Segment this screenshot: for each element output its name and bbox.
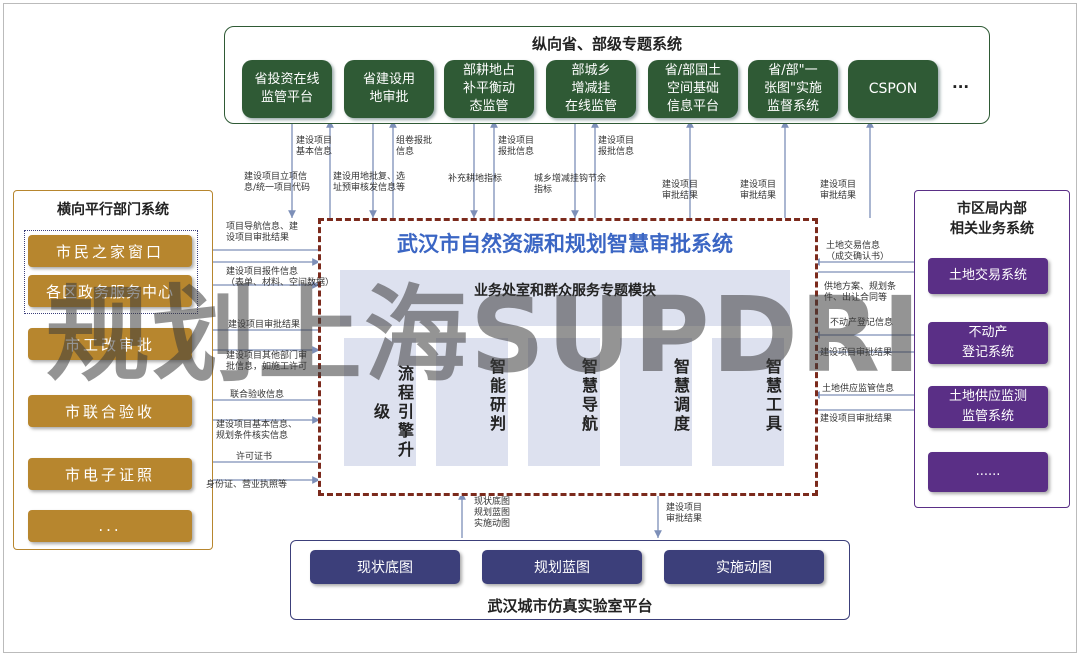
- label-left-5: 联合验收信息: [230, 390, 285, 400]
- land-supply-monitoring[interactable]: 土地供应监测 监管系统: [928, 386, 1048, 428]
- label-top-5: 建设项目立项信 息/统一项目代码: [244, 172, 311, 193]
- module-process-engine-label: 流程引擎升级: [371, 364, 414, 460]
- label-left-7: 许可证书: [236, 452, 273, 462]
- center-subtitle: 业务处室和群众服务专题模块: [474, 283, 656, 299]
- module-smart-navigation[interactable]: 智慧导航: [528, 338, 600, 466]
- system-farmland-balance[interactable]: 部耕地占 补平衡动 态监管: [444, 60, 534, 118]
- label-top-10: 建设项目 审批结果: [740, 180, 777, 201]
- right-more[interactable]: ......: [928, 452, 1048, 492]
- implementation-map[interactable]: 实施动图: [664, 550, 824, 584]
- label-top-6: 建设用地批复、选 址预审核发信息等: [333, 172, 406, 193]
- label-top-11: 建设项目 审批结果: [820, 180, 857, 201]
- label-top-7: 补充耕地指标: [448, 174, 503, 184]
- label-right-5: 土地供应监管信息: [822, 384, 895, 394]
- system-cspon[interactable]: CSPON: [848, 60, 938, 118]
- label-top-9: 建设项目 审批结果: [662, 180, 699, 201]
- label-left-6: 建设项目基本信息、 规划条件核实信息: [216, 420, 298, 441]
- city-project-approval[interactable]: 市工改审批: [28, 328, 192, 360]
- system-provincial-investment[interactable]: 省投资在线 监管平台: [242, 60, 332, 118]
- module-smart-tools[interactable]: 智慧工具: [712, 338, 784, 466]
- module-smart-analysis[interactable]: 智能研判: [436, 338, 508, 466]
- current-base-map[interactable]: 现状底图: [310, 550, 460, 584]
- planning-blueprint[interactable]: 规划蓝图: [482, 550, 642, 584]
- label-right-3: 不动产登记信息: [830, 318, 894, 328]
- system-urban-rural-linkage[interactable]: 部城乡 增减挂 在线监管: [546, 60, 636, 118]
- module-process-engine[interactable]: 流程引擎升级: [344, 338, 416, 466]
- system-provincial-land-approval[interactable]: 省建设用 地审批: [344, 60, 434, 118]
- real-estate-registration[interactable]: 不动产 登记系统: [928, 322, 1048, 364]
- label-left-8: 身份证、营业执照等: [206, 480, 288, 490]
- module-smart-analysis-label: 智能研判: [487, 358, 506, 434]
- vertical-systems-title: 纵向省、部级专题系统: [531, 35, 682, 53]
- module-smart-navigation-label: 智慧导航: [579, 358, 598, 434]
- dotted-group: [24, 230, 198, 314]
- internal-systems-title: 市区局内部 相关业务系统: [950, 201, 1034, 237]
- label-right-6: 建设项目审批结果: [820, 414, 893, 424]
- top-more: ...: [952, 74, 970, 92]
- label-bottom-1: 现状底图 规划蓝图 实施动图: [474, 497, 511, 529]
- simulation-lab-title: 武汉城市仿真实验室平台: [487, 597, 653, 615]
- label-top-4: 建设项目 报批信息: [598, 136, 635, 157]
- label-left-2: 建设项目报件信息 （表单、材料、空间数据）: [226, 267, 335, 288]
- system-one-map-supervision[interactable]: 省/部"一 张图"实施 监督系统: [748, 60, 838, 118]
- horizontal-departments-title: 横向平行部门系统: [57, 202, 169, 218]
- system-territorial-info-platform[interactable]: 省/部国土 空间基础 信息平台: [648, 60, 738, 118]
- module-band: [340, 270, 790, 326]
- label-right-2: 供地方案、规划条 件、出让合同等: [824, 282, 897, 303]
- module-smart-tools-label: 智慧工具: [763, 358, 782, 434]
- joint-acceptance[interactable]: 市联合验收: [28, 395, 192, 427]
- label-left-3: 建设项目审批结果: [228, 320, 301, 330]
- diagram-frame: [3, 3, 1077, 653]
- watermark: 规划上海SUPDRI: [46, 274, 923, 396]
- left-more[interactable]: ...: [28, 510, 192, 542]
- label-top-1: 建设项目 基本信息: [296, 136, 333, 157]
- label-bottom-2: 建设项目 审批结果: [666, 503, 703, 524]
- label-right-1: 土地交易信息 （成交确认书）: [826, 241, 890, 262]
- label-right-4: 建设项目审批结果: [820, 348, 893, 358]
- label-top-3: 建设项目 报批信息: [498, 136, 535, 157]
- module-smart-dispatch[interactable]: 智慧调度: [620, 338, 692, 466]
- label-top-8: 城乡增减挂钩节余 指标: [534, 174, 607, 195]
- district-service-center[interactable]: 各区政务服务中心: [28, 275, 192, 307]
- module-smart-dispatch-label: 智慧调度: [671, 358, 690, 434]
- center-title: 武汉市自然资源和规划智慧审批系统: [397, 232, 733, 256]
- citizen-home-window[interactable]: 市民之家窗口: [28, 235, 192, 267]
- label-left-1: 项目导航信息、建 设项目审批结果: [226, 222, 299, 243]
- label-left-4: 建设项目其他部门审 批信息，如施工许可: [226, 351, 308, 372]
- land-transaction-system[interactable]: 土地交易系统: [928, 258, 1048, 294]
- label-top-2: 组卷报批 信息: [396, 136, 433, 157]
- electronic-license[interactable]: 市电子证照: [28, 458, 192, 490]
